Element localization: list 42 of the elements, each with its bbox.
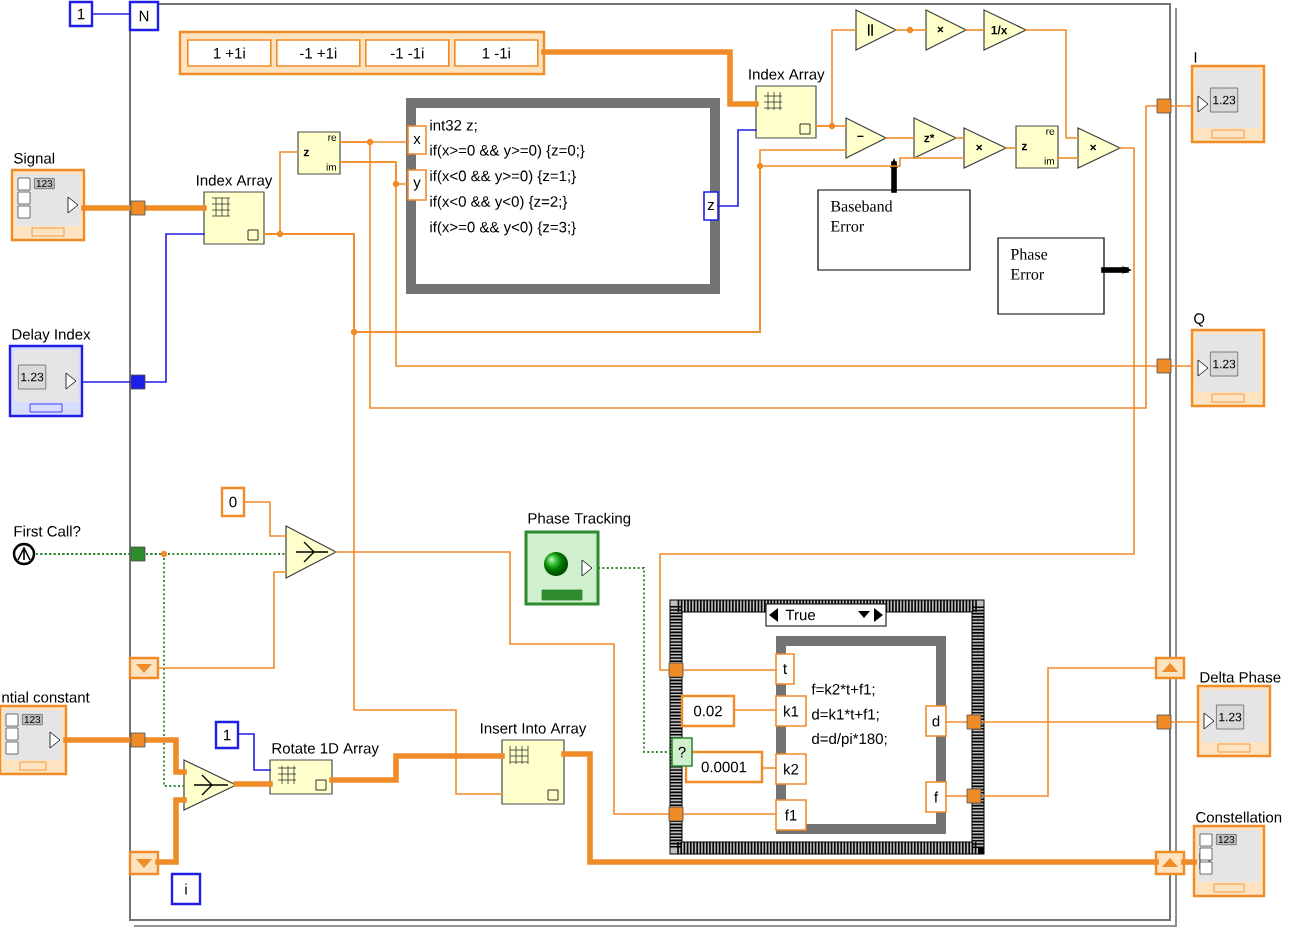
wire: [91, 13, 131, 15]
callout-box: Baseband Error: [817, 189, 971, 271]
wire: [1181, 859, 1197, 865]
select-triangle: [183, 759, 238, 811]
shift-register: [1154, 656, 1186, 680]
wire: [81, 205, 207, 211]
wire: [815, 125, 847, 127]
wire: [659, 147, 1135, 671]
wire: [1057, 157, 1079, 159]
loop-frame: [129, 3, 1177, 927]
wire: [237, 733, 271, 771]
wire: [263, 233, 503, 795]
wire: [339, 105, 1193, 409]
wire: [761, 767, 777, 769]
select-triangle: [285, 525, 338, 579]
shift-register: [1154, 850, 1186, 876]
wire: [955, 137, 965, 139]
callout-box: Phase Error: [997, 237, 1105, 315]
shift-register: [128, 850, 160, 876]
wire: [63, 737, 187, 775]
shift-register: [128, 656, 160, 680]
wire: [733, 709, 777, 711]
wire: [35, 553, 185, 787]
wire: [717, 129, 757, 207]
wire: [233, 781, 273, 787]
wire: [945, 721, 1199, 723]
wire: [155, 797, 187, 865]
wire: [1005, 147, 1017, 149]
wire: [965, 29, 985, 31]
wire: [885, 137, 915, 139]
wire: [1025, 29, 1079, 139]
wire: [339, 161, 1193, 367]
wire: [243, 501, 287, 537]
wire: [561, 751, 1159, 865]
wire: [597, 567, 673, 753]
wire: [945, 667, 1157, 797]
wire: [157, 571, 287, 669]
wire: [895, 29, 927, 31]
wire: [329, 753, 505, 783]
wire: [81, 233, 205, 383]
wire: [335, 551, 777, 815]
wire: [541, 49, 759, 107]
